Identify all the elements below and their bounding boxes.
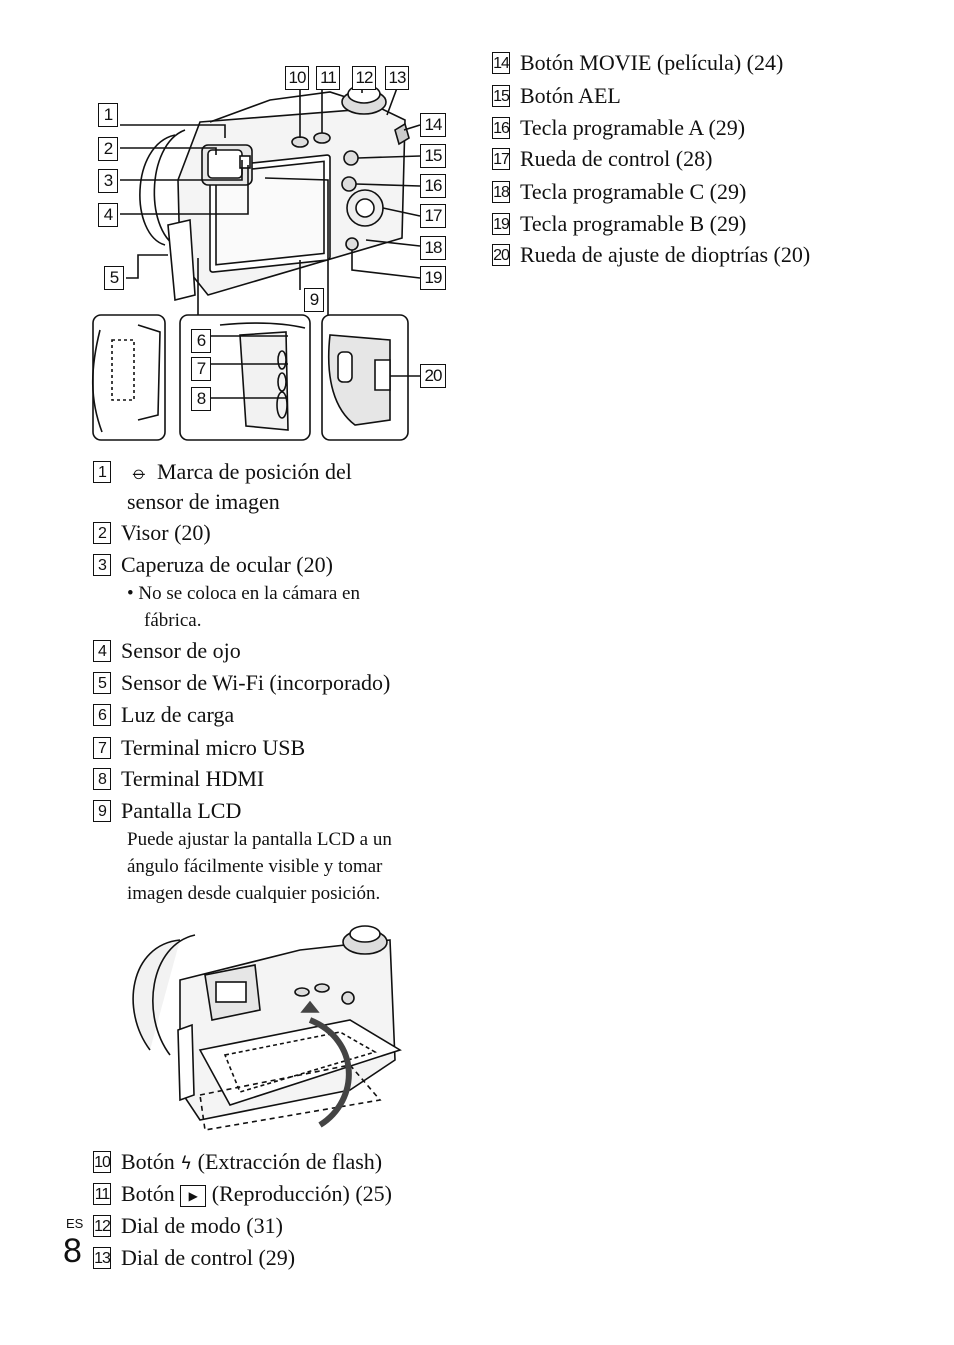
callout-9: 9	[304, 288, 324, 312]
callout-17: 17	[420, 204, 446, 228]
list-item-11: 11 Botón ▶ (Reproducción) (25)	[93, 1178, 392, 1210]
callout-5: 5	[104, 266, 124, 290]
item-number: 10	[93, 1150, 111, 1173]
item-text: Visor (20)	[121, 520, 211, 545]
item-text: Rueda de control (28)	[520, 146, 713, 171]
item-number: 7	[93, 736, 111, 759]
playback-icon: ▶	[180, 1184, 207, 1207]
callout-2: 2	[98, 137, 118, 161]
item-number: 1	[93, 460, 111, 483]
item-number: 19	[492, 212, 510, 235]
callout-3: 3	[98, 169, 118, 193]
list-item-19: 19 Tecla programable B (29)	[492, 208, 746, 240]
item-text: Pantalla LCD	[121, 798, 242, 823]
item-number: 5	[93, 671, 111, 694]
list-item-12: 12 Dial de modo (31)	[93, 1210, 283, 1242]
list-item-6: 6 Luz de carga	[93, 699, 234, 731]
item-text: Terminal HDMI	[121, 766, 265, 791]
item-prefix: Botón	[121, 1149, 175, 1174]
item-number: 15	[492, 84, 510, 107]
callout-7: 7	[191, 357, 211, 381]
list-item-14: 14 Botón MOVIE (película) (24)	[492, 47, 783, 79]
callout-6: 6	[191, 329, 211, 353]
sensor-mark-icon: ⦵	[129, 459, 149, 484]
list-item-15: 15 Botón AEL	[492, 80, 621, 112]
list-item-2: 2 Visor (20)	[93, 517, 211, 549]
list-item-20: 20 Rueda de ajuste de dioptrías (20)	[492, 239, 810, 271]
camera-back-diagram	[90, 60, 460, 445]
item-number: 20	[492, 243, 510, 266]
list-item-3: 3 Caperuza de ocular (20)	[93, 549, 333, 581]
item-9-desc-2: ángulo fácilmente visible y tomar	[127, 856, 383, 877]
language-label: ES	[66, 1216, 84, 1231]
list-item-17: 17 Rueda de control (28)	[492, 143, 712, 175]
callout-1: 1	[98, 103, 118, 127]
item-text: Marca de posición del	[157, 459, 352, 484]
item-text: Luz de carga	[121, 702, 235, 727]
item-text: Dial de modo (31)	[121, 1213, 283, 1238]
page-number: 8	[63, 1232, 82, 1270]
callout-12: 12	[352, 66, 376, 90]
callout-16: 16	[420, 174, 446, 198]
item-text: Sensor de Wi-Fi (incorporado)	[121, 670, 391, 695]
item-prefix: Botón	[121, 1181, 175, 1206]
item-9-desc-3: imagen desde cualquier posición.	[127, 883, 381, 904]
callout-11: 11	[316, 66, 340, 90]
list-item-7: 7 Terminal micro USB	[93, 732, 305, 764]
callout-4: 4	[98, 203, 118, 227]
item-text: (Reproducción) (25)	[211, 1181, 393, 1206]
item-text: Tecla programable A (29)	[520, 115, 746, 140]
item-text: Sensor de ojo	[121, 638, 241, 663]
list-item-13: 13 Dial de control (29)	[93, 1242, 295, 1274]
item-text: Botón AEL	[520, 83, 621, 108]
callout-19: 19	[420, 266, 446, 290]
callout-20: 20	[420, 364, 446, 388]
callout-15: 15	[420, 144, 446, 168]
item-text: Tecla programable B (29)	[520, 211, 747, 236]
tilting-lcd-diagram	[120, 920, 420, 1140]
item-3-note: • No se coloca en la cámara en	[127, 583, 360, 604]
callout-18: 18	[420, 236, 446, 260]
list-item-5: 5 Sensor de Wi-Fi (incorporado)	[93, 667, 390, 699]
item-text: Caperuza de ocular (20)	[121, 552, 333, 577]
item-text: Botón MOVIE (película) (24)	[520, 50, 784, 75]
item-text: Tecla programable C (29)	[520, 179, 747, 204]
item-number: 8	[93, 767, 111, 790]
item-number: 16	[492, 116, 510, 139]
item-text: Terminal micro USB	[121, 735, 306, 760]
callout-10: 10	[285, 66, 309, 90]
flash-icon: ϟ	[180, 1153, 193, 1174]
item-number: 9	[93, 799, 111, 822]
item-number: 2	[93, 521, 111, 544]
list-item-4: 4 Sensor de ojo	[93, 635, 241, 667]
list-item-18: 18 Tecla programable C (29)	[492, 176, 746, 208]
item-text: (Extracción de flash)	[197, 1149, 383, 1174]
item-text: Rueda de ajuste de dioptrías (20)	[520, 242, 811, 267]
item-number: 17	[492, 147, 510, 170]
list-item-9: 9 Pantalla LCD	[93, 795, 241, 827]
item-number: 6	[93, 703, 111, 726]
item-number: 11	[93, 1182, 111, 1205]
list-item-16: 16 Tecla programable A (29)	[492, 112, 745, 144]
item-number: 13	[93, 1246, 111, 1269]
item-number: 3	[93, 553, 111, 576]
callout-13: 13	[385, 66, 409, 90]
list-item-1-cont: sensor de imagen	[127, 489, 280, 514]
item-9-desc-1: Puede ajustar la pantalla LCD a un	[127, 829, 392, 850]
item-number: 18	[492, 180, 510, 203]
item-number: 4	[93, 639, 111, 662]
list-item-1: 1 ⦵ Marca de posición del	[93, 456, 352, 488]
list-item-10: 10 Botón ϟ (Extracción de flash)	[93, 1146, 382, 1180]
callout-14: 14	[420, 113, 446, 137]
item-number: 14	[492, 51, 510, 74]
item-text: Dial de control (29)	[121, 1245, 296, 1270]
list-item-8: 8 Terminal HDMI	[93, 763, 264, 795]
item-3-note-cont: fábrica.	[144, 610, 202, 631]
item-number: 12	[93, 1214, 111, 1237]
callout-8: 8	[191, 387, 211, 411]
